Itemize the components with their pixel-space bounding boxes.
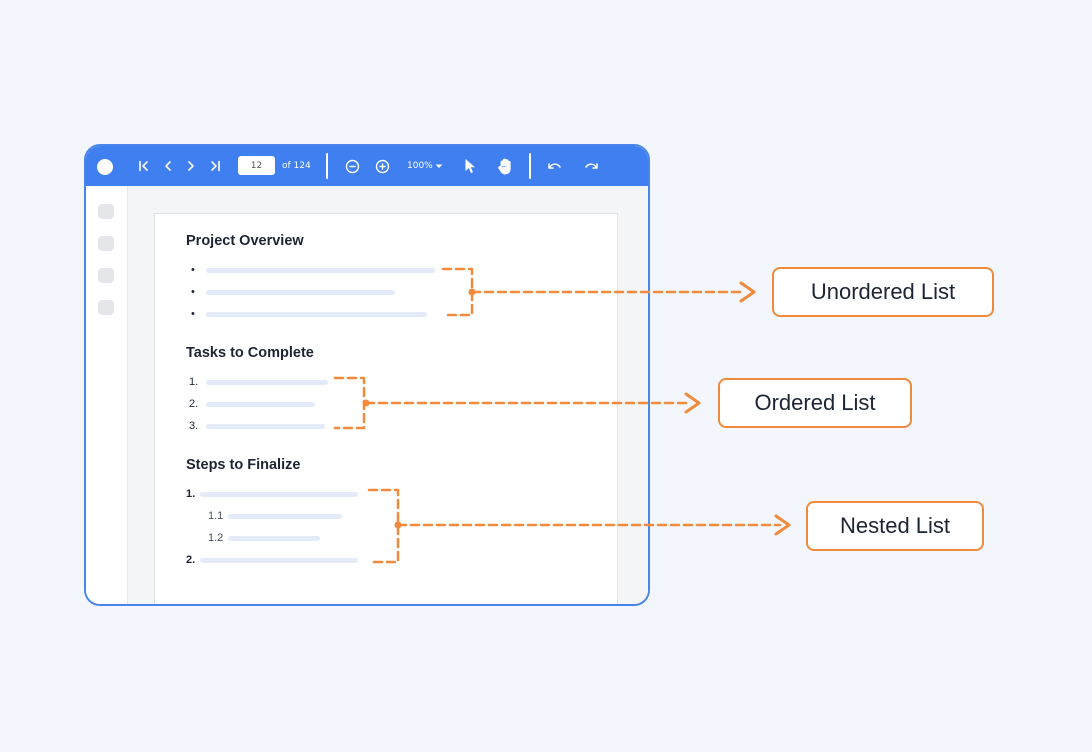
app-logo [97,159,113,175]
section-title-steps-to-finalize: Steps to Finalize [186,457,301,473]
undo-icon[interactable] [547,146,563,186]
zoom-level-dropdown[interactable]: 100% [407,161,433,171]
redo-icon[interactable] [583,146,599,186]
arrowhead-icon [774,514,791,536]
list-item-placeholder [206,312,427,317]
page-number-input[interactable] [238,156,275,175]
toolbar-divider [326,153,328,179]
ordered-marker: 2. [189,398,199,410]
list-item-placeholder [206,290,395,295]
callout-unordered-list: Unordered List [772,267,994,317]
list-item-placeholder [200,492,358,497]
toolbar-divider [529,153,531,179]
page-thumbnail[interactable] [98,268,114,283]
document-page: Project Overview • • • Tasks to Complete… [154,213,618,604]
arrowhead-icon [739,281,756,303]
pan-hand-icon[interactable] [496,146,514,186]
document-viewport: Project Overview • • • Tasks to Complete… [128,186,648,604]
list-item-placeholder [228,536,320,541]
viewer-toolbar: of 124 100% [86,146,648,186]
first-page-icon[interactable] [135,146,153,186]
chevron-down-icon[interactable] [434,146,444,186]
callout-nested-list: Nested List [806,501,984,551]
list-item-placeholder [206,268,435,273]
list-item-placeholder [228,514,342,519]
arrowhead-icon [684,392,701,414]
ordered-marker: 1. [189,376,199,388]
select-pointer-icon[interactable] [463,146,477,186]
bullet-marker: • [191,286,195,298]
nested-sub-marker: 1.1 [208,510,224,522]
list-item-placeholder [206,402,315,407]
pdf-viewer-window: of 124 100% [84,144,650,606]
page-thumbnail[interactable] [98,204,114,219]
nested-sub-marker: 1.2 [208,532,224,544]
list-item-placeholder [206,424,325,429]
section-title-project-overview: Project Overview [186,233,304,249]
next-page-icon[interactable] [183,146,199,186]
page-count-label: of 124 [282,161,311,171]
nested-marker: 1. [186,488,196,500]
ordered-marker: 3. [189,420,199,432]
section-title-tasks-to-complete: Tasks to Complete [186,345,314,361]
zoom-out-icon[interactable] [344,146,360,186]
thumbnail-sidebar [86,186,128,604]
bullet-marker: • [191,308,195,320]
callout-ordered-list: Ordered List [718,378,912,428]
zoom-in-icon[interactable] [374,146,390,186]
nested-marker: 2. [186,554,196,566]
page-thumbnail[interactable] [98,300,114,315]
list-item-placeholder [206,380,328,385]
prev-page-icon[interactable] [160,146,176,186]
page-thumbnail[interactable] [98,236,114,251]
bullet-marker: • [191,264,195,276]
list-item-placeholder [200,558,358,563]
last-page-icon[interactable] [206,146,224,186]
